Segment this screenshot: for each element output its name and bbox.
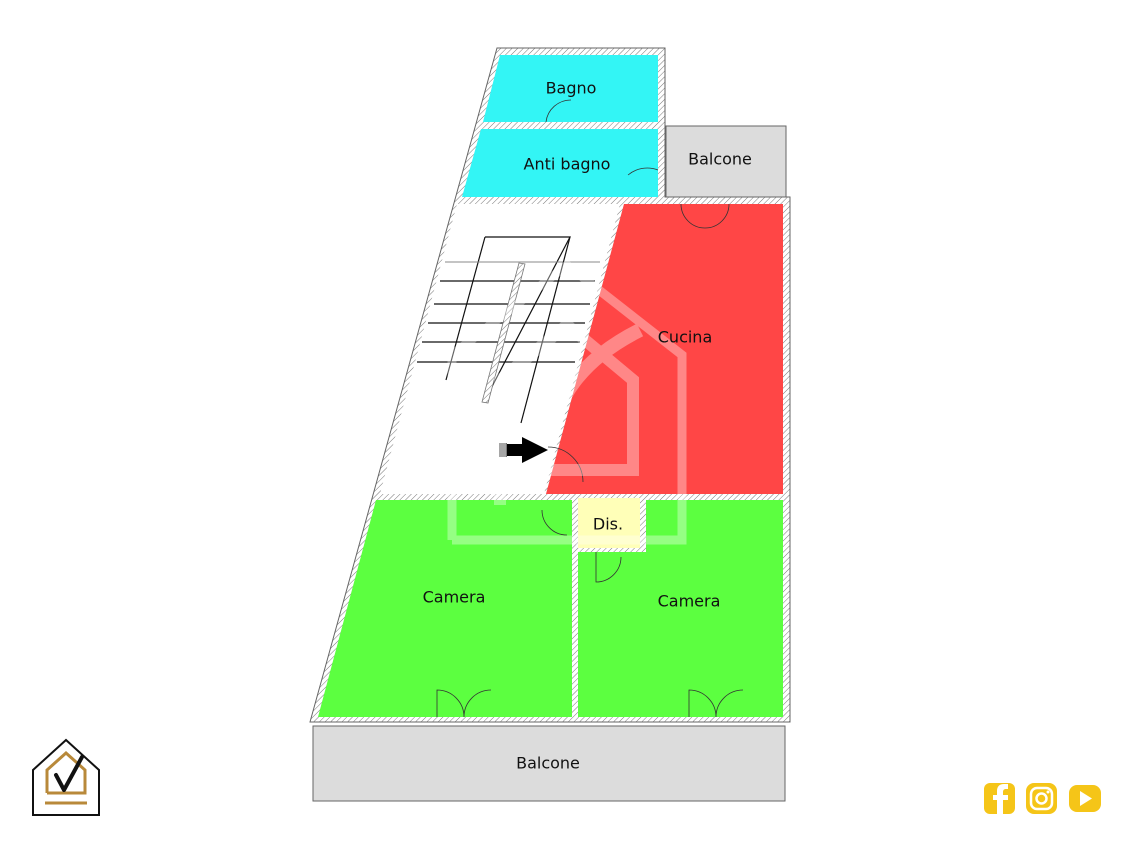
room-cucina (546, 204, 783, 494)
label-disimpegno: Dis. (593, 515, 623, 534)
doors (436, 99, 744, 718)
logo-house-check-icon (32, 738, 100, 816)
label-anti-bagno: Anti bagno (524, 155, 611, 174)
room-anti-bagno (462, 129, 658, 197)
label-balcone-bottom: Balcone (516, 754, 580, 773)
facebook-icon[interactable] (984, 783, 1015, 814)
room-disimpegno (578, 498, 640, 548)
staircase (417, 236, 600, 424)
balcony-top (665, 125, 787, 198)
label-camera-right: Camera (658, 592, 721, 611)
youtube-icon[interactable] (1069, 785, 1101, 812)
entrance-arrow-icon (499, 437, 548, 463)
watermark-logo (447, 259, 687, 545)
room-camera-right (578, 500, 783, 717)
label-camera-left: Camera (423, 588, 486, 607)
balcony-bottom (312, 725, 786, 802)
instagram-icon[interactable] (1026, 783, 1057, 814)
label-cucina: Cucina (658, 328, 713, 347)
room-camera-left (318, 500, 572, 717)
label-balcone-top: Balcone (688, 150, 752, 169)
room-bagno (483, 55, 658, 122)
label-bagno: Bagno (546, 79, 597, 98)
